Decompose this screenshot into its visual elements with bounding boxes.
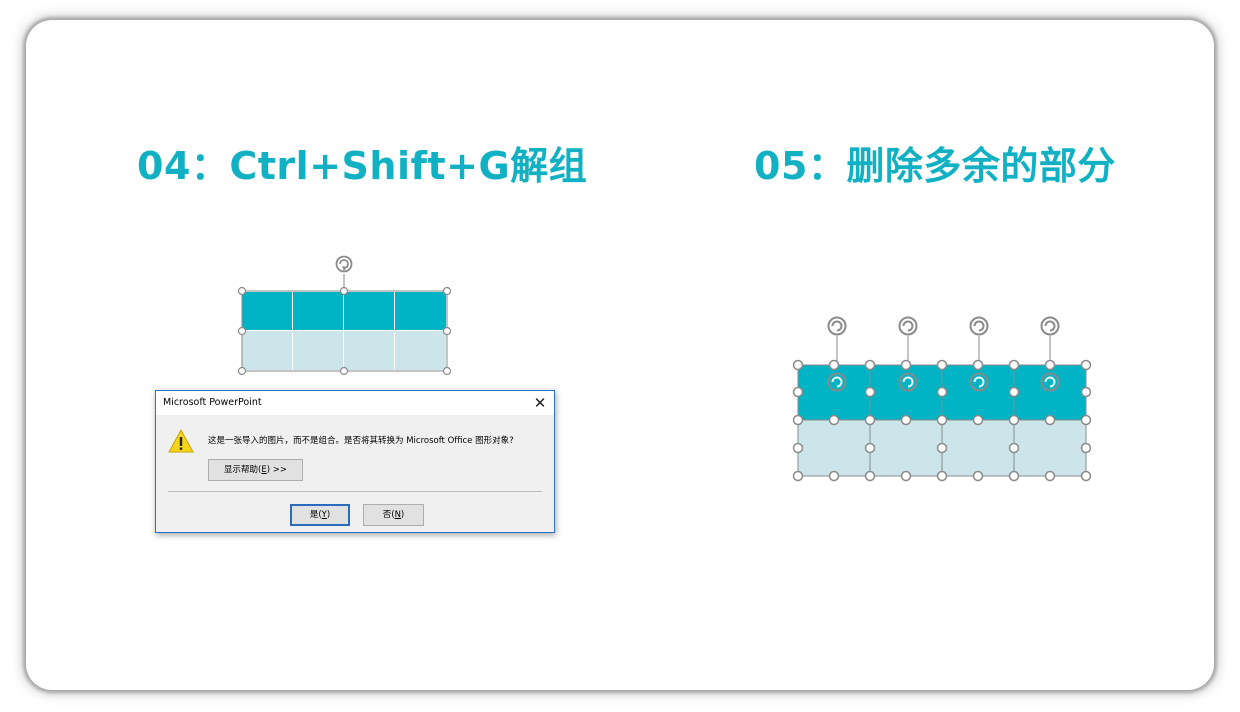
table-top-row	[242, 292, 446, 330]
show-help-label: 显示帮助(	[224, 465, 262, 475]
slide-card	[26, 20, 1214, 690]
close-icon[interactable]: ✕	[533, 394, 547, 412]
step-04-title: 04：Ctrl+Shift+G解组	[137, 144, 588, 188]
yes-accesskey: Y	[321, 510, 327, 520]
ungrouped-table-shapes[interactable]	[780, 310, 1110, 490]
warning-icon	[168, 429, 194, 453]
dialog-titlebar: Microsoft PowerPoint ✕	[156, 391, 554, 415]
no-accesskey: N	[394, 510, 401, 520]
ungrouped-bottom-row	[798, 420, 1086, 476]
dialog-message: 这是一张导入的图片，而不是组合。是否将其转换为 Microsoft Office…	[208, 436, 514, 446]
show-help-accesskey: E	[261, 465, 267, 475]
convert-picture-dialog: Microsoft PowerPoint ✕ 这是一张导入的图片，而不是组合。是…	[155, 390, 555, 533]
yes-suffix: )	[326, 510, 331, 520]
no-label: 否(	[382, 510, 395, 520]
table-bottom-row	[242, 331, 446, 370]
yes-label: 是(	[309, 510, 322, 520]
ungrouped-top-row	[798, 365, 1086, 420]
rotate-handle-icon[interactable]	[827, 316, 1060, 336]
rotate-handle-icon[interactable]	[335, 255, 353, 273]
show-help-button[interactable]: 显示帮助(E) >>	[208, 459, 303, 481]
no-button[interactable]: 否(N)	[363, 504, 424, 526]
no-suffix: )	[400, 510, 405, 520]
yes-button[interactable]: 是(Y)	[290, 504, 350, 526]
grouped-table-picture[interactable]	[226, 250, 466, 380]
dialog-title: Microsoft PowerPoint	[163, 397, 262, 408]
selection-handles[interactable]	[792, 359, 1092, 482]
selection-handles[interactable]	[237, 286, 452, 376]
show-help-suffix: ) >>	[266, 465, 287, 475]
step-05-title: 05：删除多余的部分	[754, 144, 1116, 188]
dialog-separator	[168, 491, 542, 492]
rotate-handle-icon[interactable]	[827, 372, 1060, 392]
